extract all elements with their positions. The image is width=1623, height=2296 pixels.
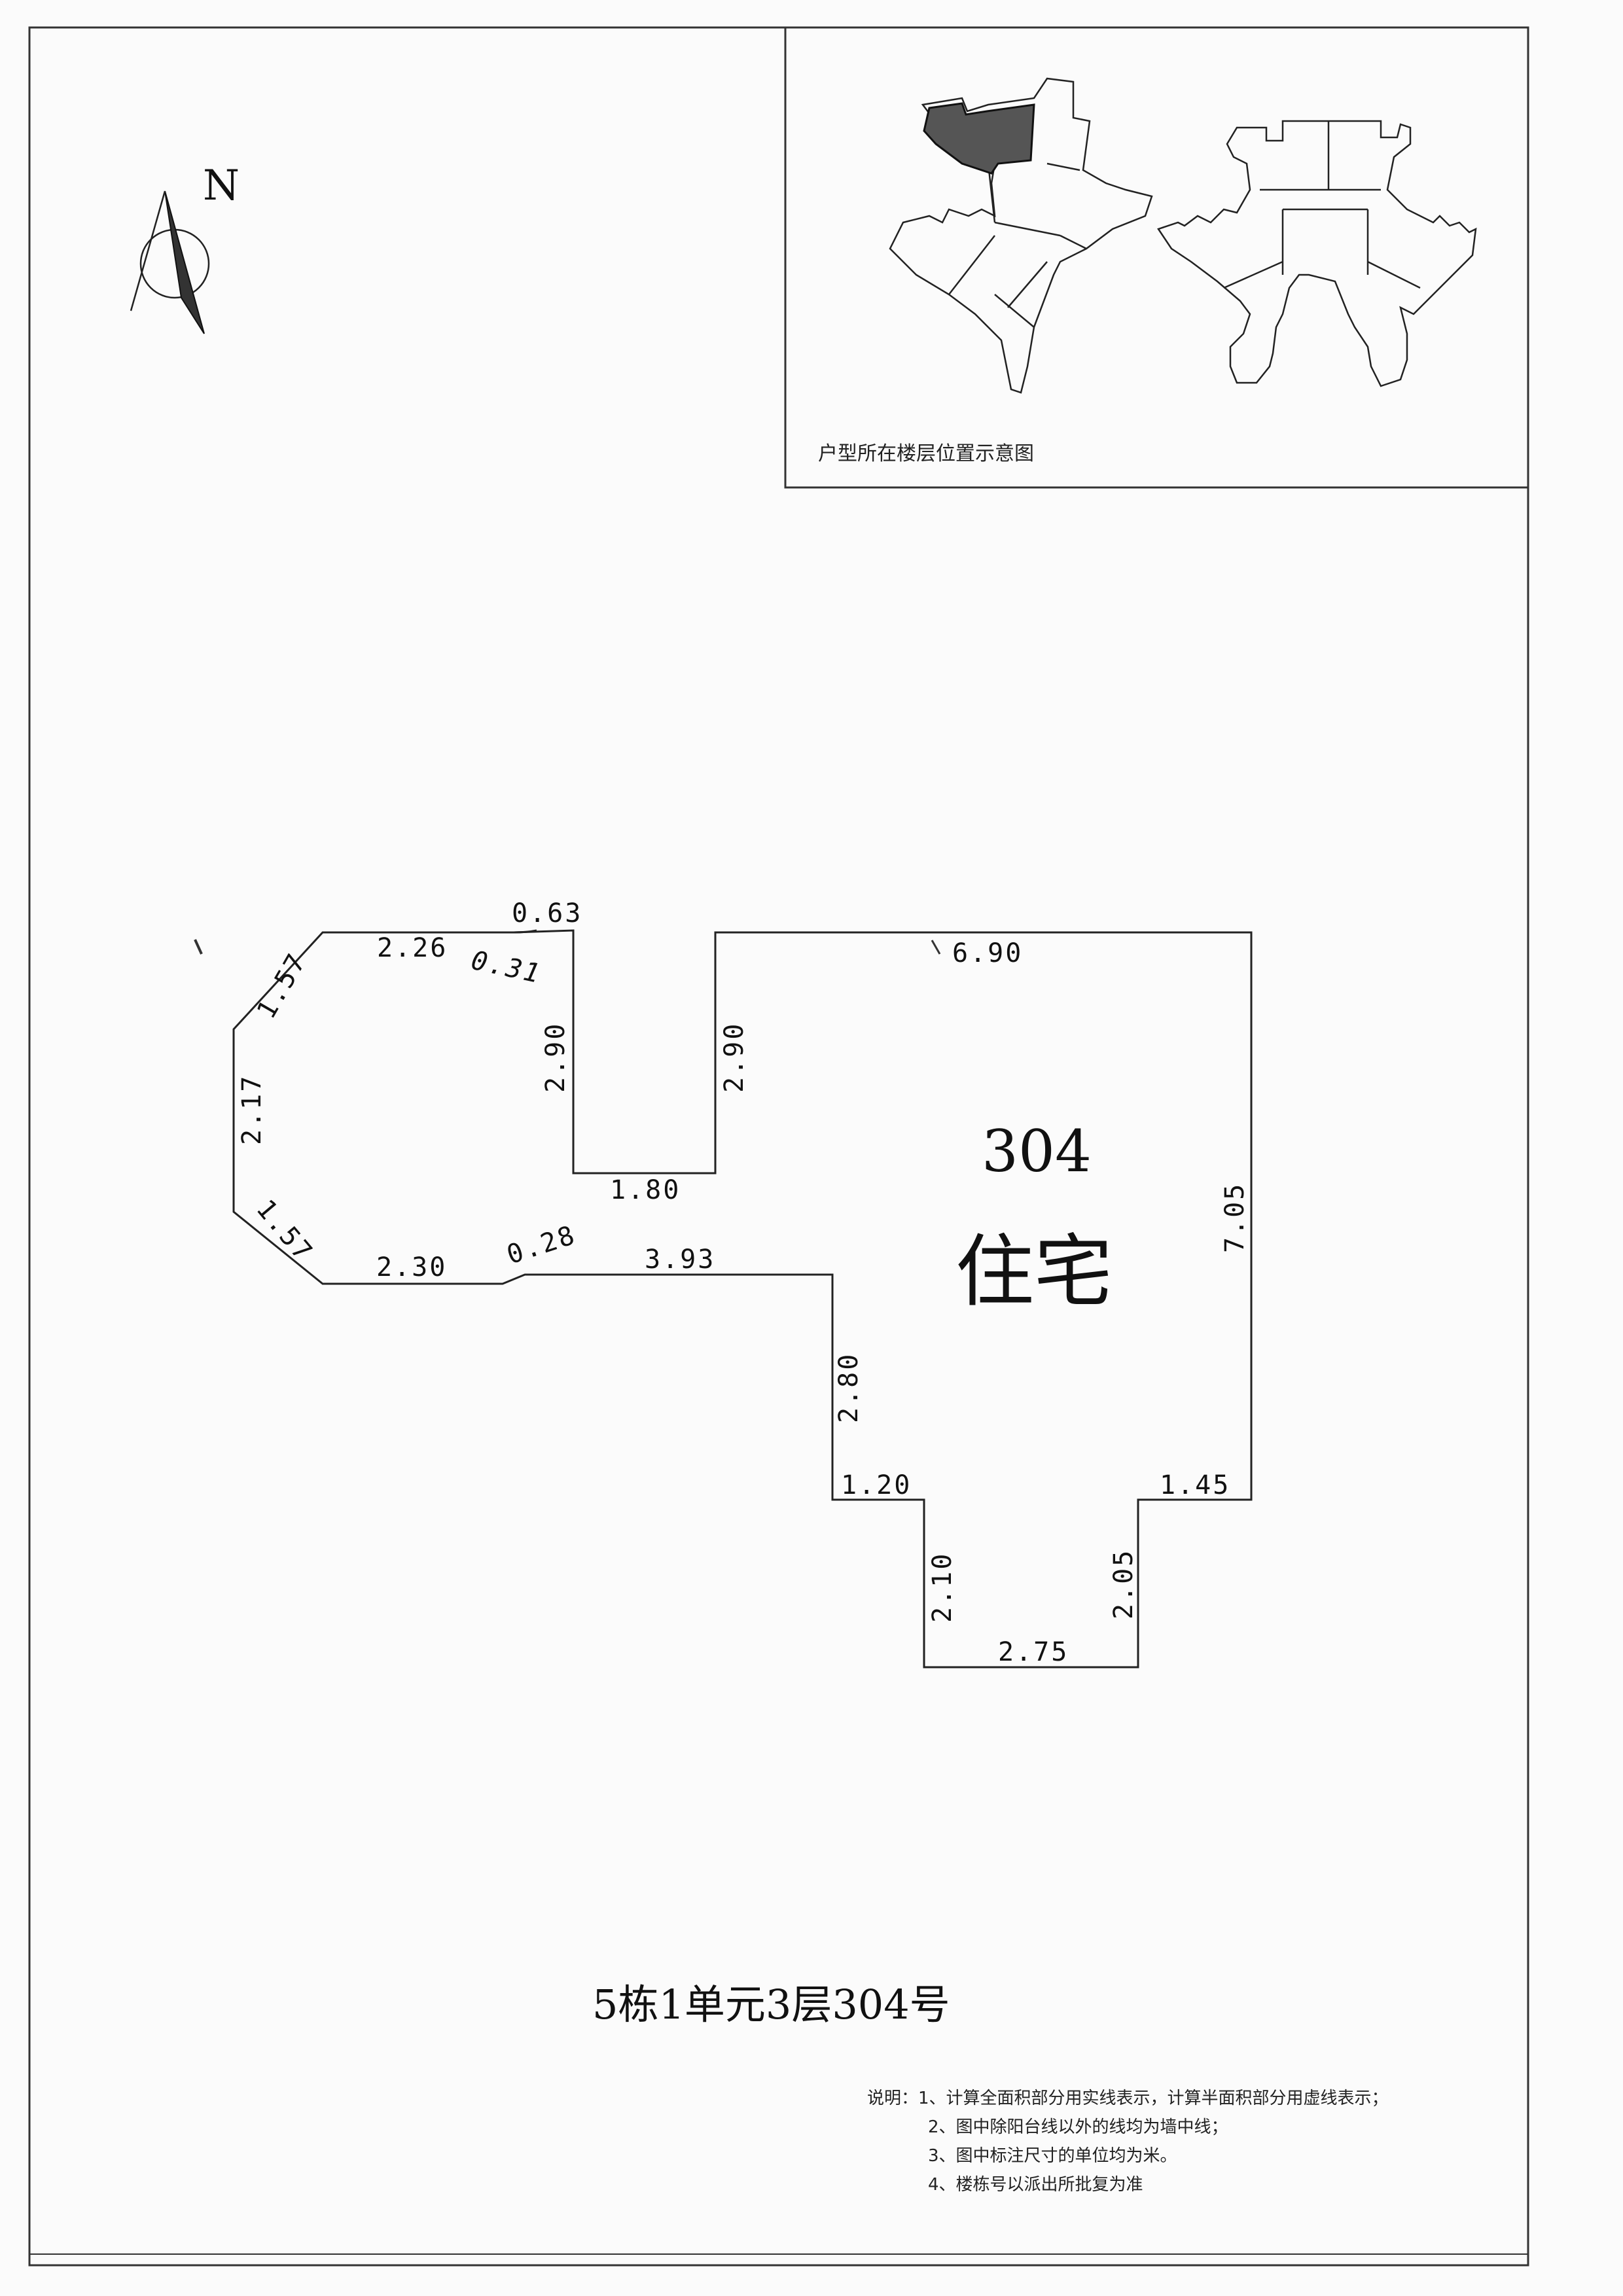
inset-highlighted-unit <box>923 102 1035 175</box>
dim-recess-right: 2.90 <box>719 1022 749 1093</box>
note-2: 2、图中除阳台线以外的线均为墙中线； <box>928 2117 1228 2137</box>
dim-top-notch-063: 0.63 <box>512 898 582 928</box>
unit-use: 住宅 <box>955 1227 1113 1318</box>
stray-mark-2 <box>931 940 941 955</box>
dim-recess-bottom: 1.80 <box>610 1175 681 1205</box>
north-arrow-icon <box>130 190 210 334</box>
dim-bottom-left: 2.30 <box>376 1252 447 1282</box>
dim-top-notch-031: 0.31 <box>469 945 544 990</box>
dim-right: 7.05 <box>1220 1182 1250 1253</box>
dim-step-right-width: 1.45 <box>1160 1470 1230 1500</box>
inset-frame <box>784 27 1528 489</box>
inset-caption: 户型所在楼层位置示意图 <box>818 442 1034 465</box>
page-border <box>28 26 1529 2267</box>
north-label: N <box>203 162 240 210</box>
unit-notch-top <box>513 929 537 934</box>
dim-tab-left: 2.10 <box>927 1552 957 1623</box>
dim-diag-upper: 1.57 <box>251 947 313 1024</box>
note-4: 4、楼栋号以派出所批复为准 <box>928 2175 1143 2195</box>
dim-top-left: 2.26 <box>377 933 448 963</box>
unit-outline <box>232 929 1253 1669</box>
dim-diag-lower: 1.57 <box>250 1194 319 1268</box>
unit-number: 304 <box>982 1118 1092 1185</box>
drawing-title: 5栋1单元3层304号 <box>592 1981 950 2028</box>
dim-step-left-height: 2.80 <box>834 1352 864 1423</box>
dim-tab-bottom: 2.75 <box>998 1637 1069 1667</box>
note-1: 说明：1、计算全面积部分用实线表示，计算半面积部分用虚线表示； <box>867 2089 1389 2108</box>
inset-building-right <box>1157 120 1477 387</box>
note-3: 3、图中标注尺寸的单位均为米。 <box>928 2146 1177 2166</box>
dim-tab-right: 2.05 <box>1109 1549 1139 1619</box>
stray-mark <box>194 939 203 955</box>
dim-recess-left: 2.90 <box>541 1022 571 1093</box>
dim-top-right: 6.90 <box>952 938 1023 968</box>
dim-left: 2.17 <box>237 1074 267 1145</box>
dim-step-left-width: 1.20 <box>841 1470 912 1500</box>
dim-bottom-notch: 0.28 <box>503 1220 580 1270</box>
dim-bottom: 3.93 <box>645 1245 715 1275</box>
